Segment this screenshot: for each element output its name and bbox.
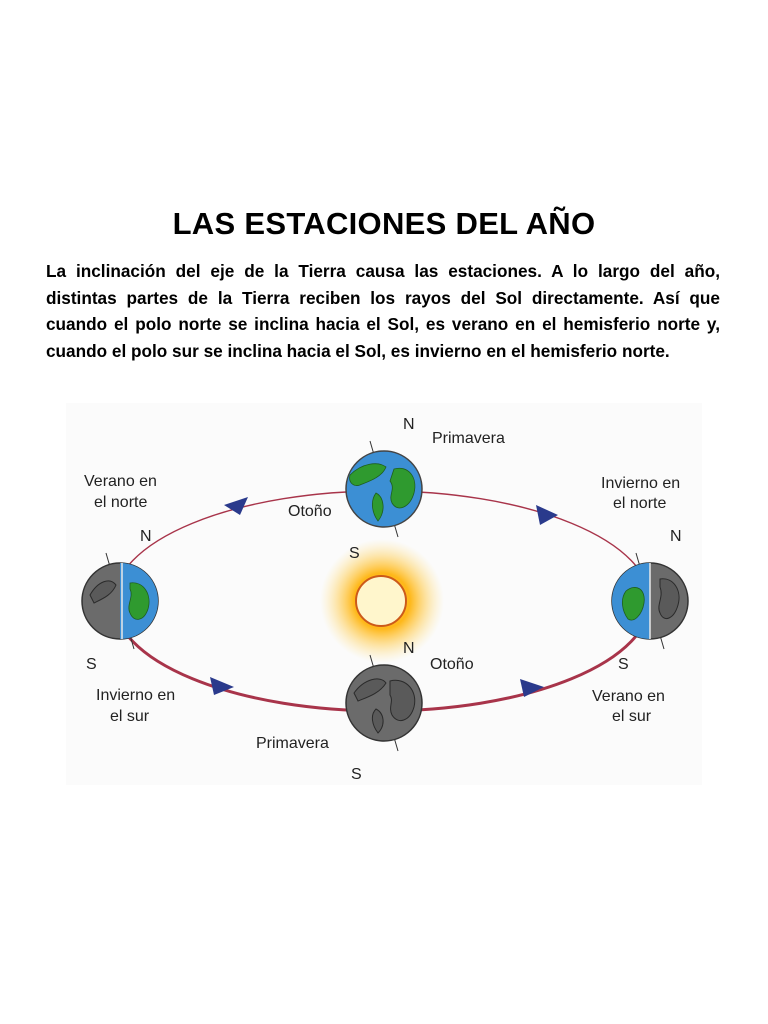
earth-right-icon — [611, 552, 689, 650]
sun-icon — [355, 575, 407, 627]
page-title: LAS ESTACIONES DEL AÑO — [172, 206, 596, 241]
earth-bottom-icon — [345, 654, 423, 752]
orbit-arrow-bottom-left — [210, 677, 234, 695]
orbit-arrow-top-right — [536, 505, 558, 525]
left-south-pole-label: S — [86, 656, 97, 673]
left-bottom-line1: Invierno en — [96, 687, 175, 704]
top-season-south-label: Otoño — [288, 503, 332, 520]
right-bottom-line2: el sur — [612, 708, 652, 725]
top-south-pole-label: S — [349, 545, 360, 562]
seasons-diagram: N S N S N S N S Primavera Otoño Otoño Pr… — [66, 403, 702, 785]
intro-paragraph: La inclinación del eje de la Tierra caus… — [46, 261, 720, 361]
bottom-season-south-label: Primavera — [256, 735, 329, 752]
left-north-pole-label: N — [140, 528, 152, 545]
right-south-pole-label: S — [618, 656, 629, 673]
right-top-line1: Invierno en — [601, 475, 680, 492]
earth-top-icon — [345, 440, 423, 538]
bottom-south-pole-label: S — [351, 766, 362, 783]
bottom-north-pole-label: N — [403, 640, 415, 657]
orbit-arrow-bottom-right — [520, 679, 544, 697]
earth-left-icon — [81, 552, 159, 650]
bottom-season-north-label: Otoño — [430, 656, 474, 673]
left-top-line2: el norte — [94, 494, 147, 511]
top-season-north-label: Primavera — [432, 430, 505, 447]
right-north-pole-label: N — [670, 528, 682, 545]
left-bottom-line2: el sur — [110, 708, 150, 725]
top-north-pole-label: N — [403, 416, 415, 433]
right-top-line2: el norte — [613, 495, 666, 512]
left-top-line1: Verano en — [84, 473, 157, 490]
orbit-arrow-top-left — [224, 497, 248, 515]
right-bottom-line1: Verano en — [592, 688, 665, 705]
